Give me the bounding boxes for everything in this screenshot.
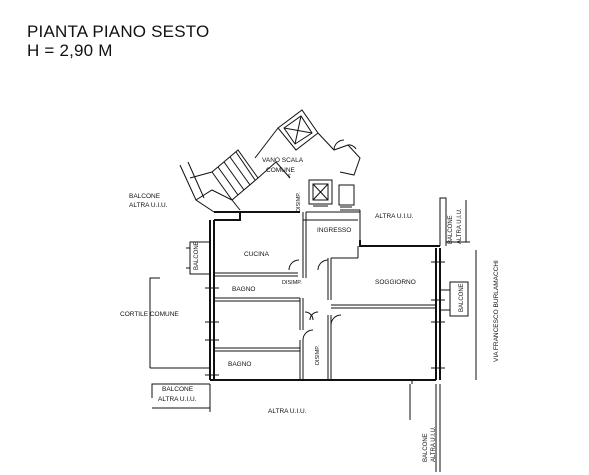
room-bagno-1: BAGNO (232, 286, 255, 293)
elevator (308, 179, 355, 208)
label-altra-uiu-bottom: ALTRA U.I.U. (268, 408, 307, 415)
label-altra-uiu-top: ALTRA U.I.U. (375, 213, 414, 220)
bottom-right-balcony-label-2: ALTRA U.I.U. (431, 426, 437, 462)
bottom-balcony: BALCONE ALTRA U.I.U. (151, 383, 211, 412)
bottom-right-balcony: BALCONE ALTRA U.I.U. (409, 380, 441, 472)
bottom-balcony-label-2: ALTRA U.I.U. (158, 396, 197, 403)
courtyard-label: CORTILE COMUNE (120, 311, 179, 318)
living-balcony: BALCONE (440, 281, 469, 317)
kitchen-balcony: BALCONE (186, 241, 211, 275)
apartment-walls (205, 209, 445, 381)
room-soggiorno: SOGGIORNO (375, 279, 416, 286)
stair-arrow-mark: ⇧ (287, 173, 292, 180)
kitchen-balcony-label: BALCONE (194, 241, 200, 270)
stair-tower: VANO SCALA COMUNE ⇧ DISIMP. (189, 109, 361, 212)
living-balcony-label: BALCONE (459, 283, 465, 312)
bottom-balcony-label-1: BALCONE (162, 386, 194, 393)
room-disimp-lower: DISIMP. (315, 345, 321, 365)
room-bagno-2: BAGNO (228, 361, 251, 368)
right-top-balcony: BALCONE ALTRA U.I.U. (439, 197, 470, 246)
room-ingresso: INGRESSO (317, 227, 351, 234)
room-disimp-center: DISIMP. (282, 280, 302, 286)
room-cucina: CUCINA (244, 251, 270, 258)
left-balcony: BALCONE ALTRA U.I.U. (129, 161, 215, 213)
right-top-balcony-label-2: ALTRA U.I.U. (457, 208, 463, 244)
courtyard-boundary (149, 277, 210, 369)
plan-title: PIANTA PIANO SESTO (27, 22, 210, 41)
stair-label-2: COMUNE (266, 167, 296, 174)
left-balcony-label-1: BALCONE (129, 193, 161, 200)
stair-disimp-label: DISIMP. (296, 192, 302, 212)
bottom-right-balcony-label-1: BALCONE (423, 433, 429, 462)
right-top-balcony-label-1: BALCONE (448, 215, 454, 244)
left-balcony-label-2: ALTRA U.I.U. (129, 202, 168, 209)
street-name-label: VIA FRANCESCO BURLAMACCHI (493, 260, 500, 362)
ceiling-height: H = 2,90 M (27, 41, 113, 60)
stair-label-1: VANO SCALA (262, 157, 304, 164)
